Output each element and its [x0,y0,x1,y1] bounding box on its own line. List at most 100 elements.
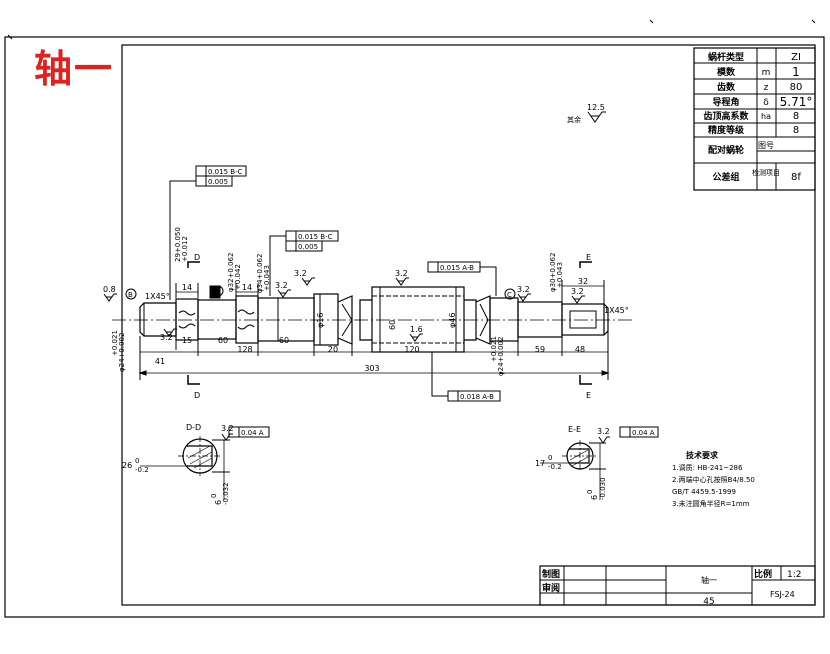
section-d-dim-b-tol: 0 [210,494,218,498]
param-label-4: 齿顶高系数 [703,110,749,122]
cut-label-e-bottom: E [586,391,591,400]
phi-mid2-a: φ34+0.062 [256,254,264,293]
param-sym-2: z [764,83,769,93]
param-value-1: 1 [792,65,800,79]
roughness-3-2-c: 3.2 [275,281,288,290]
roughness-3-2-f: 3.2 [571,287,584,296]
title-scale: 1:2 [787,570,801,580]
tech-req-title: 技术要求 [686,450,719,460]
section-e-view [540,436,610,500]
dim-14a: 14 [182,283,192,292]
chamfer-left: 1X45° [145,292,170,301]
tech-req-item-1: 2.两端中心孔按照B4/8.50 [672,475,755,484]
title-name: 轴一 [701,575,717,585]
param-label-3: 导程角 [712,96,739,108]
dim-59: 59 [535,345,545,354]
tech-req-item-3: 3.未注圆角半径R=1mm [672,499,750,508]
dim-15: 15 [182,336,192,345]
gt1-line1: 0.015 B-C [208,168,243,176]
section-e-texts: E-E 3.2 17 0 -0.2 6 0 -0.030 [535,425,610,500]
param-table: 蜗杆类型 ZI 模数 m 1 齿数 z 80 导程角 δ 5.71° 齿顶高系数… [693,47,816,191]
roughness-3-2-d: 3.2 [395,269,408,278]
section-d-texts: D-D 3.2 26 0 -0.2 6 0 -0.032 [122,423,234,505]
dim-60b: 60 [279,336,289,345]
title-block-texts: 制图 审阅 轴一 45 比例 1:2 FSJ-24 [542,568,801,607]
section-d-dim-a-tol: 0 [135,457,139,465]
gtol-frames [169,165,659,438]
param-label-1: 模数 [717,66,736,78]
param-sym-4: ha [761,112,771,121]
phi-right-b: +0.021 [490,336,498,362]
gtol-texts: 0.015 B-C 0.005 0.015 B-C 0.005 0.015 A-… [208,168,655,437]
param-value-4: 8 [793,111,799,122]
datum-c: C [507,291,512,299]
roughness-3-2-b: 3.2 [294,269,307,278]
phi-left-a: φ24+0.002 [118,333,126,372]
param-label-0: 蜗杆类型 [708,51,744,63]
param-label-6: 配对蜗轮 [708,144,744,156]
roughness-1-6: 1.6 [410,325,423,334]
chamfer-right: 1X45° [604,306,629,315]
title-check-label: 审阅 [542,582,560,594]
datum-b: B [128,291,133,299]
title-material: 45 [703,597,714,607]
roughness-note-prefix: 其余 [567,115,581,124]
param-value-3: 5.71° [780,95,813,109]
title-drawn-label: 制图 [542,568,560,580]
param-value-0: ZI [791,52,801,63]
dim-phi16: φ16 [316,313,325,328]
gt6-line1: 0.04 A [632,429,655,437]
param-sym-1: m [762,68,771,78]
gt4-line1: 0.018 A-B [460,393,494,401]
title-drawing-no: FSJ-24 [770,590,795,599]
roughness-3-2-e: 3.2 [517,285,530,294]
phi-right2-b: +0.043 [556,262,564,288]
section-d-dim-a: 26 [122,461,132,470]
dim-20: 20 [328,345,338,354]
cut-label-d-top: D [194,253,200,262]
dim-60a: 60 [218,336,228,345]
shaft-main-view [112,261,632,385]
roughness-0-8: 0.8 [103,285,116,294]
roughness-values: 0.8 3.2 3.2 3.2 3.2 1.6 3.2 3.2 [103,269,584,342]
tech-requirements: 技术要求 1.调质: HB-241~286 2.两端中心孔按照B4/8.50 G… [672,450,755,508]
param-label-5: 精度等级 [708,124,745,136]
datum-a: A [215,288,220,296]
section-e-dim-b-tol: 0 [586,490,594,494]
roughness-note: 其余 12.5 [567,103,606,124]
cut-label-e-top: E [586,253,591,262]
phi-right-a: φ24+0.002 [497,337,505,376]
param-sym-3: δ [763,98,769,108]
gt5-line1: 0.04 A [241,429,264,437]
outer-border [4,36,825,618]
roughness-symbols [103,277,585,342]
phi-left-b: +0.021 [111,330,119,356]
dim-60c: 60 [388,320,397,330]
phi-mid2-b: +0.043 [263,265,271,291]
dim-128: 128 [237,345,252,354]
datum-markers: B A C [125,285,516,300]
dim-303: 303 [364,364,379,373]
cut-label-d-bottom: D [194,391,200,400]
section-e-dim-a: 17 [535,459,545,468]
section-d-dim-a-tol2: -0.2 [135,466,149,474]
phi-right2-a: φ30+0.062 [549,253,557,292]
param-value-2: 80 [790,82,803,93]
param-label-7: 公差组 [712,171,739,183]
shaft-dimensions: 41 15 60 128 60 20 120 59 48 303 14 14 3… [111,227,629,400]
dim-120: 120 [404,345,419,354]
param-value-7: 8f [791,172,801,183]
dim-41: 41 [155,357,165,366]
gt1-line2: 0.005 [208,178,228,186]
phi-top-a: 29+0.050 [174,227,182,262]
section-d-dim-b: 6 [214,500,223,505]
section-e-roughness: 3.2 [597,427,610,436]
phi-mid-b: +0.042 [234,264,242,290]
section-e-dim-b: 6 [590,495,599,500]
gt2-line2: 0.005 [298,243,318,251]
param-sym-7: 检测项目 [752,168,780,177]
dim-phi46: φ46 [448,313,457,328]
section-d-label: D-D [186,423,201,432]
tech-req-item-2: GB/T 4459.5-1999 [672,488,736,496]
handwritten-title: 轴一 [34,46,115,91]
